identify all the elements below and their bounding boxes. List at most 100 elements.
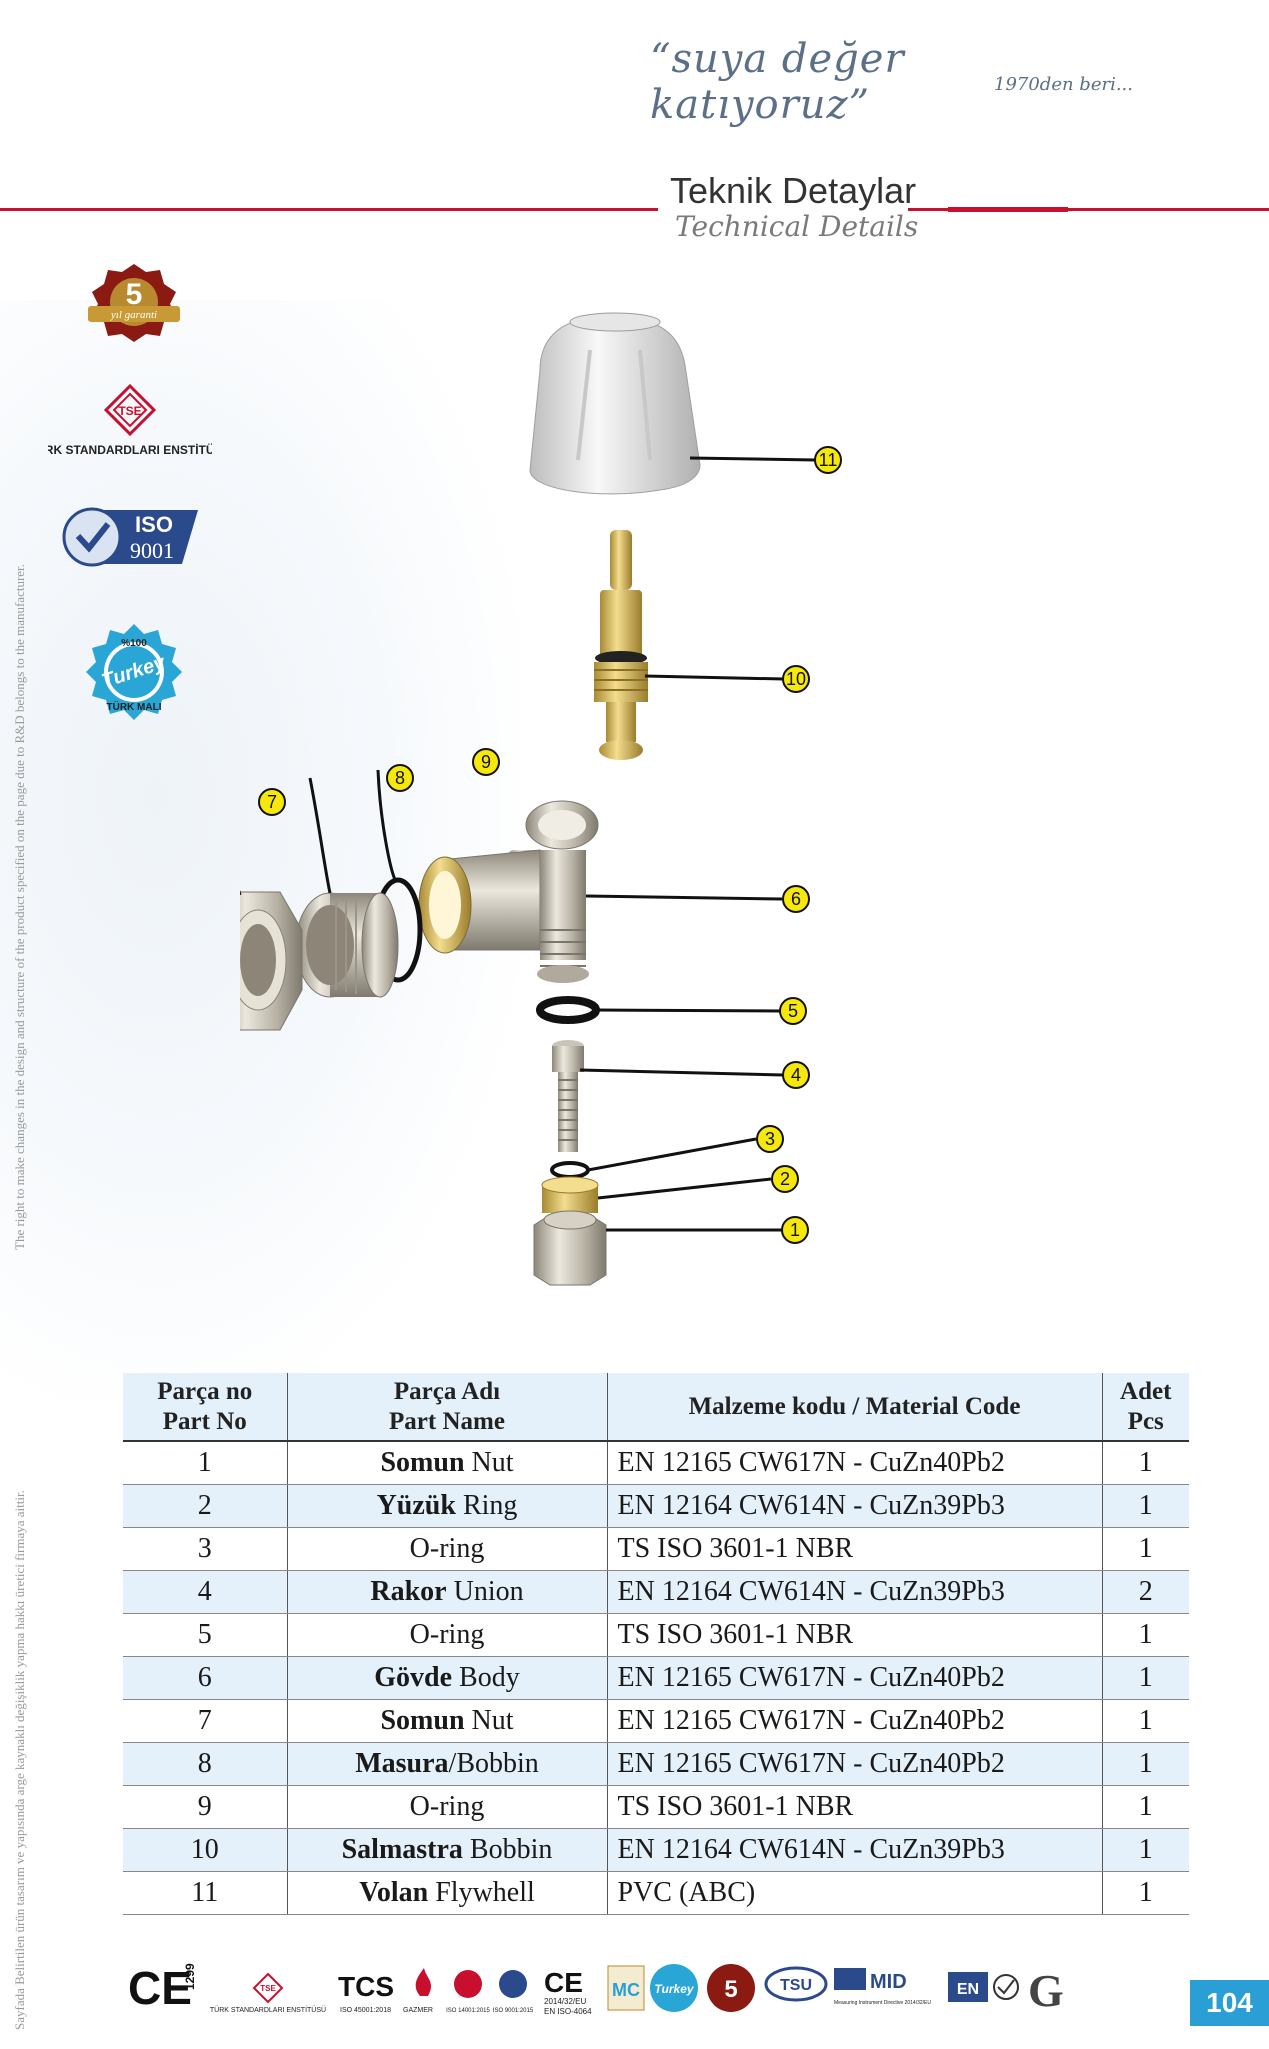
svg-text:4: 4 bbox=[791, 1065, 801, 1085]
cell-part-name: Salmastra Bobbin bbox=[287, 1828, 608, 1872]
part-name-en: Bobbin bbox=[462, 1833, 553, 1865]
part-2-ring bbox=[541, 1176, 599, 1213]
cell-part-no: 8 bbox=[123, 1742, 288, 1786]
cell-part-name: Somun Nut bbox=[287, 1441, 608, 1485]
cell-qty: 1 bbox=[1102, 1699, 1189, 1743]
side-disclaimer-english: The right to make changes in the design … bbox=[12, 564, 27, 1250]
mid-ce-logo: CE 2014/32/EU EN ISO-4064 bbox=[544, 1967, 592, 2016]
part-name-en: Flywhell bbox=[428, 1876, 535, 1908]
iso14001-logo: ISO 14001:2015 bbox=[446, 1970, 491, 2014]
cell-part-no: 7 bbox=[123, 1699, 288, 1743]
cell-material-code: EN 12165 CW617N - CuZn40Pb2 bbox=[607, 1656, 1103, 1700]
cell-material-code: EN 12164 CW614N - CuZn39Pb3 bbox=[607, 1484, 1103, 1528]
callout-9: 9 bbox=[472, 748, 500, 776]
cell-material-code: TS ISO 3601-1 NBR bbox=[607, 1527, 1103, 1571]
cell-material-code: TS ISO 3601-1 NBR bbox=[607, 1613, 1103, 1657]
callout-4: 4 bbox=[782, 1061, 810, 1089]
header-part-no: Parça no Part No bbox=[123, 1373, 288, 1442]
part-name-tr: Rakor bbox=[370, 1575, 447, 1607]
svg-text:TSU: TSU bbox=[780, 1977, 812, 1994]
svg-text:11: 11 bbox=[819, 450, 838, 470]
tcs-logo: TCS ISO 45001:2018 bbox=[338, 1971, 394, 2014]
part-name-tr: Volan bbox=[359, 1876, 429, 1908]
cell-material-code: TS ISO 3601-1 NBR bbox=[607, 1785, 1103, 1829]
callout-3: 3 bbox=[756, 1125, 784, 1153]
turkey-footer-logo: Turkey bbox=[650, 1964, 698, 2012]
part-name-en: Body bbox=[452, 1661, 520, 1693]
part-1-nut bbox=[533, 1210, 607, 1286]
callout-circles: 11 10 6 5 4 3 2 1 bbox=[756, 446, 842, 1244]
cell-part-name: Volan Flywhell bbox=[287, 1871, 608, 1915]
cell-part-no: 2 bbox=[123, 1484, 288, 1528]
part-name-en: O-ring bbox=[409, 1790, 485, 1822]
turkey-sub: TÜRK MALI bbox=[107, 700, 162, 713]
svg-text:CE: CE bbox=[128, 1962, 192, 2014]
part-name-tr: Gövde bbox=[374, 1661, 453, 1693]
svg-text:9: 9 bbox=[481, 752, 491, 772]
svg-text:EN: EN bbox=[957, 1981, 979, 1998]
cell-qty: 1 bbox=[1102, 1785, 1189, 1829]
svg-text:5: 5 bbox=[788, 1001, 798, 1021]
part-name-en: /Bobbin bbox=[448, 1747, 539, 1779]
cell-part-no: 11 bbox=[123, 1871, 288, 1915]
warranty-badge: 5 yıl garanti bbox=[84, 262, 184, 344]
cell-qty: 1 bbox=[1102, 1527, 1189, 1571]
slogan: “suya değer katıyoruz” bbox=[650, 36, 905, 128]
cell-qty: 1 bbox=[1102, 1613, 1189, 1657]
cell-part-name: Rakor Union bbox=[287, 1570, 608, 1614]
part-name-tr: Yüzük bbox=[376, 1489, 456, 1521]
page-title: Teknik Detaylar bbox=[670, 170, 917, 211]
iso-bottom: 9001 bbox=[130, 538, 174, 563]
part-name-tr: Somun bbox=[380, 1704, 465, 1736]
warranty-number: 5 bbox=[126, 278, 143, 311]
svg-text:CE: CE bbox=[544, 1967, 583, 1998]
header-part-name: Parça Adı Part Name bbox=[287, 1373, 608, 1442]
cell-material-code: EN 12164 CW614N - CuZn39Pb3 bbox=[607, 1570, 1103, 1614]
background-watermark bbox=[0, 300, 520, 1400]
cell-qty: 1 bbox=[1102, 1828, 1189, 1872]
callout-8: 8 bbox=[386, 764, 414, 792]
table-header-row: Parça no Part No Parça Adı Part Name Mal… bbox=[123, 1373, 1189, 1442]
cell-part-no: 4 bbox=[123, 1570, 288, 1614]
callout-1: 1 bbox=[781, 1216, 809, 1244]
svg-text:Measuring Instrument Directive: Measuring Instrument Directive 2014/32/E… bbox=[834, 2000, 931, 2006]
svg-text:7: 7 bbox=[267, 792, 277, 812]
svg-text:TSE: TSE bbox=[260, 1984, 276, 1993]
cell-material-code: EN 12165 CW617N - CuZn40Pb2 bbox=[607, 1742, 1103, 1786]
cell-part-no: 9 bbox=[123, 1785, 288, 1829]
cell-part-name: O-ring bbox=[287, 1527, 608, 1571]
mid-logo: MID Measuring Instrument Directive 2014/… bbox=[834, 1968, 931, 2006]
part-name-en: Nut bbox=[464, 1446, 514, 1478]
callout-5: 5 bbox=[779, 997, 807, 1025]
page-number: 104 bbox=[1190, 1980, 1269, 2026]
cell-qty: 1 bbox=[1102, 1484, 1189, 1528]
tse-footer-logo: TSE TÜRK STANDARDLARI ENSTİTÜSÜ bbox=[210, 1972, 326, 2014]
svg-text:Turkey: Turkey bbox=[654, 1982, 694, 1996]
callout-2: 2 bbox=[771, 1165, 799, 1193]
svg-text:G: G bbox=[1028, 1965, 1064, 2016]
cell-part-no: 1 bbox=[123, 1441, 288, 1485]
callouts-left: 7 8 9 bbox=[258, 748, 500, 816]
svg-text:5: 5 bbox=[724, 1976, 737, 2003]
part-name-tr: Masura bbox=[355, 1747, 449, 1779]
part-name-tr: Salmastra bbox=[341, 1833, 463, 1865]
svg-text:2: 2 bbox=[780, 1169, 790, 1189]
svg-text:MC: MC bbox=[612, 1980, 640, 2000]
part-name-en: Nut bbox=[464, 1704, 514, 1736]
tse-label: TÜRK STANDARDLARI ENSTİTÜSÜ bbox=[48, 442, 212, 457]
part-11-handle bbox=[529, 312, 701, 495]
cell-qty: 1 bbox=[1102, 1742, 1189, 1786]
svg-text:3: 3 bbox=[765, 1129, 775, 1149]
callout-7: 7 bbox=[258, 788, 286, 816]
table-row: 8 Masura/Bobbin EN 12165 CW617N - CuZn40Pb… bbox=[123, 1742, 1189, 1786]
svg-text:MID: MID bbox=[870, 1971, 907, 1993]
part-4-union bbox=[552, 1040, 584, 1152]
tsu-logo: TSU bbox=[764, 1966, 828, 2002]
header-material-code: Malzeme kodu / Material Code bbox=[607, 1373, 1103, 1442]
mc-logo: MC bbox=[607, 1965, 645, 2011]
